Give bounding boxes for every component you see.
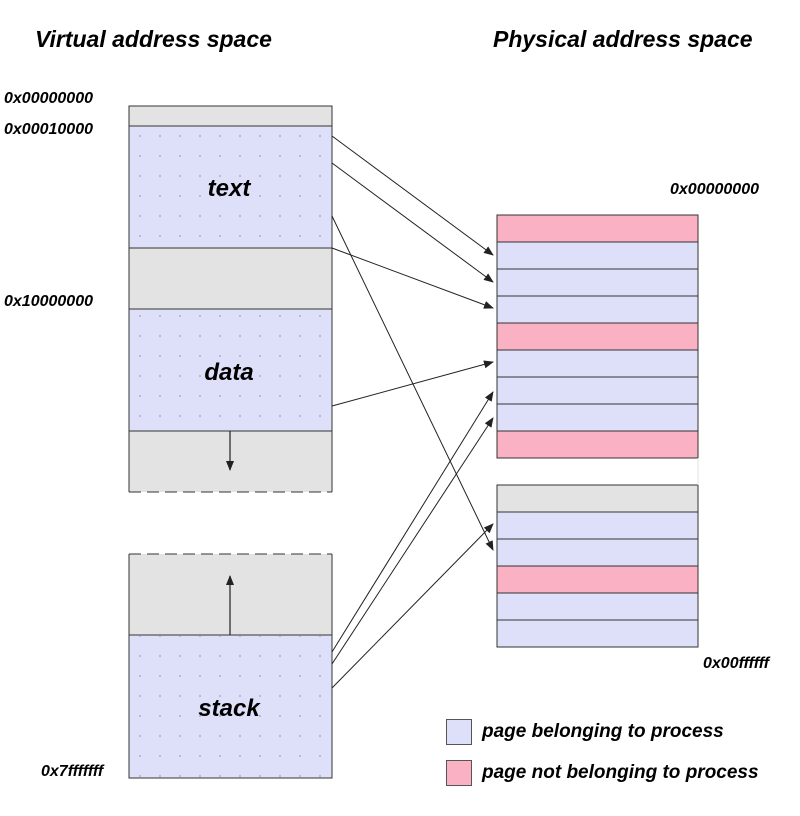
physical-not-belonging-page bbox=[496, 214, 699, 243]
physical-belonging-page bbox=[496, 511, 699, 540]
physical-address-space-title: Physical address space bbox=[493, 26, 753, 52]
physical-belonging-page bbox=[496, 376, 699, 405]
physical-belonging-page bbox=[496, 592, 699, 621]
physical-not-belonging-page bbox=[496, 430, 699, 459]
data-segment-label: data bbox=[204, 359, 253, 386]
virtual-column: text data stack bbox=[128, 105, 333, 779]
mapping-arrow bbox=[331, 523, 494, 689]
legend-label-belonging: page belonging to process bbox=[482, 721, 724, 742]
virtual-address-2: 0x10000000 bbox=[4, 293, 93, 310]
legend-swatch-not-belonging bbox=[446, 760, 472, 786]
physical-belonging-page bbox=[496, 268, 699, 297]
mapping-arrow bbox=[331, 360, 494, 407]
unmapped-region-top bbox=[128, 105, 333, 127]
legend-not-belonging: page not belonging to process bbox=[446, 760, 759, 786]
physical-belonging-page bbox=[496, 241, 699, 270]
mapping-arrow bbox=[331, 417, 494, 665]
physical-belonging-page bbox=[496, 619, 699, 648]
mapping-arrow bbox=[331, 162, 494, 283]
virtual-address-end: 0x7fffffff bbox=[41, 763, 104, 780]
physical-column bbox=[496, 214, 699, 648]
unmapped-region-text-data bbox=[128, 247, 333, 310]
physical-belonging-page bbox=[496, 295, 699, 324]
mapping-arrow bbox=[331, 391, 494, 653]
legend-belonging: page belonging to process bbox=[446, 719, 724, 745]
mapping-arrow bbox=[331, 247, 494, 309]
physical-address-end: 0x00ffffff bbox=[703, 655, 770, 672]
data-segment-dots bbox=[130, 310, 331, 430]
mapping-arrows bbox=[331, 135, 494, 689]
stack-segment-dots bbox=[130, 636, 331, 777]
virtual-address-space-title: Virtual address space bbox=[35, 26, 272, 52]
physical-unmapped-page bbox=[496, 484, 699, 513]
legend-swatch-belonging bbox=[446, 719, 472, 745]
physical-not-belonging-page bbox=[496, 565, 699, 594]
physical-address-start: 0x00000000 bbox=[670, 181, 759, 198]
text-segment-dots bbox=[130, 127, 331, 247]
virtual-address-0: 0x00000000 bbox=[4, 90, 93, 107]
physical-belonging-page bbox=[496, 403, 699, 432]
virtual-address-1: 0x00010000 bbox=[4, 121, 93, 138]
physical-belonging-page bbox=[496, 538, 699, 567]
mapping-arrow bbox=[331, 215, 494, 551]
mapping-arrow bbox=[331, 135, 494, 256]
physical-belonging-page bbox=[496, 349, 699, 378]
physical-not-belonging-page bbox=[496, 322, 699, 351]
text-segment-label: text bbox=[208, 175, 252, 202]
legend-label-not-belonging: page not belonging to process bbox=[482, 762, 759, 783]
stack-segment-label: stack bbox=[198, 695, 261, 722]
